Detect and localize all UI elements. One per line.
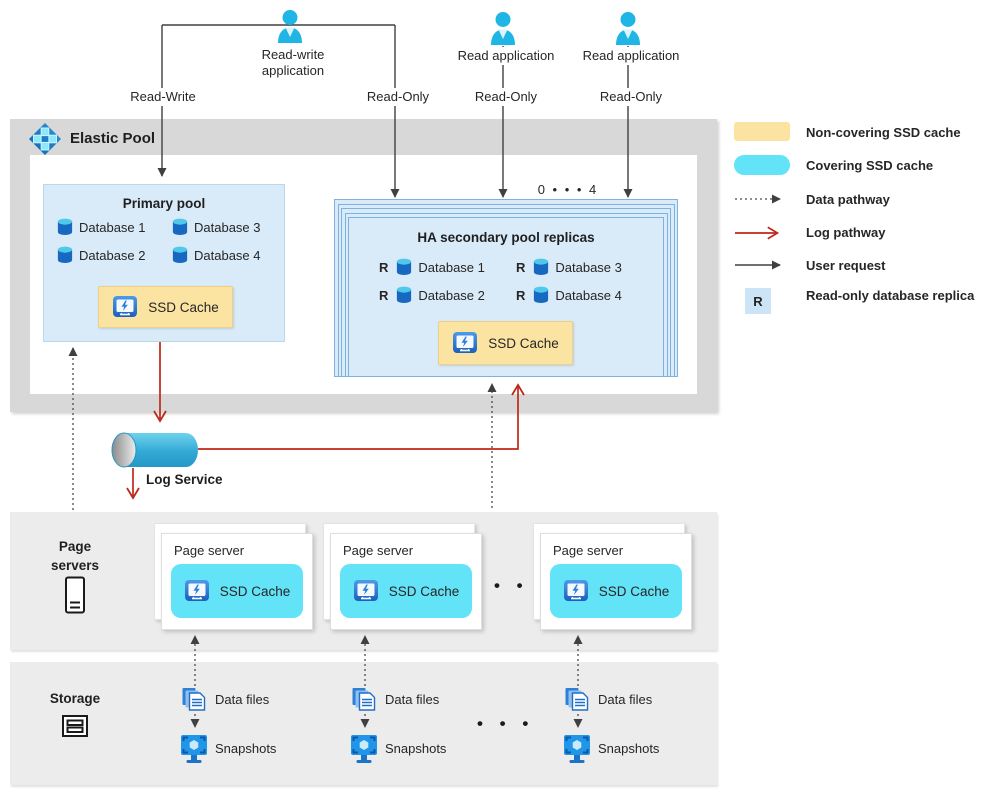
database-label: Database 4 — [194, 247, 261, 263]
legend-covering-label: Covering SSD cache — [806, 158, 934, 173]
page-server-ssd-cache: SSD Cache — [550, 564, 682, 618]
database-label: Database 3 — [194, 219, 261, 235]
page-server-title: Page server — [343, 543, 414, 558]
log-service-cylinder-icon — [108, 430, 203, 470]
ha-pool-title: HA secondary pool replicas — [417, 230, 595, 245]
readonly-replica-marker: R — [516, 259, 526, 275]
database-icon — [172, 246, 188, 264]
primary-pool-box: Primary pool Database 1 Database 3 Datab… — [43, 184, 285, 342]
page-server-ssd-cache: SSD Cache — [171, 564, 303, 618]
ha-secondary-pool-box: HA secondary pool replicas R Database 1 … — [348, 217, 664, 377]
database-icon — [533, 258, 549, 276]
database-label: Database 4 — [555, 287, 622, 303]
page-servers-section-label: Page servers — [50, 539, 100, 573]
readonly-replica-marker: R — [379, 259, 389, 275]
database-item: Database 1 — [57, 218, 146, 236]
page-server-title: Page server — [174, 543, 245, 558]
read-only-request-label-3: Read-Only — [580, 88, 682, 107]
readonly-replica-marker: R — [516, 287, 526, 303]
snapshots-icon — [350, 734, 378, 764]
database-icon — [57, 218, 73, 236]
storage-section-label: Storage — [49, 691, 101, 706]
data-files-label: Data files — [385, 692, 440, 707]
replica-database-item: R Database 4 — [516, 286, 622, 304]
snapshots-label: Snapshots — [598, 741, 660, 756]
database-label: Database 2 — [418, 287, 485, 303]
replica-count-label: 0 • • • 4 — [527, 182, 609, 199]
legend-data-pathway-label: Data pathway — [806, 192, 890, 207]
legend-log-pathway-label: Log pathway — [806, 225, 886, 240]
legend-replica-label: Read-only database replica — [806, 288, 975, 303]
ssd-icon — [452, 330, 478, 356]
legend-user-request-label: User request — [806, 258, 886, 273]
database-label: Database 3 — [555, 259, 622, 275]
database-label: Database 1 — [79, 219, 146, 235]
page-server-card: Page server SSD Cache — [330, 533, 482, 630]
legend-noncovering-label: Non-covering SSD cache — [806, 125, 961, 140]
ssd-cache-label: SSD Cache — [488, 335, 559, 351]
database-icon — [533, 286, 549, 304]
replica-database-item: R Database 1 — [379, 258, 485, 276]
replica-database-item: R Database 2 — [379, 286, 485, 304]
legend-covering-swatch — [734, 155, 790, 175]
legend-log-pathway-arrow — [734, 226, 780, 240]
ssd-cache-label: SSD Cache — [388, 583, 460, 599]
ssd-cache-label: SSD Cache — [598, 583, 670, 599]
snapshots-label: Snapshots — [385, 741, 447, 756]
read-only-request-label-2: Read-Only — [455, 88, 557, 107]
snapshots-label: Snapshots — [215, 741, 277, 756]
replica-database-item: R Database 3 — [516, 258, 622, 276]
log-service-label: Log Service — [146, 472, 223, 487]
primary-ssd-cache: SSD Cache — [98, 286, 233, 328]
storage-rack-icon — [61, 712, 89, 740]
database-item: Database 4 — [172, 246, 261, 264]
read-write-application-icon — [276, 9, 304, 45]
snapshots-icon — [563, 734, 591, 764]
data-files-icon — [181, 686, 207, 712]
database-icon — [396, 258, 412, 276]
data-files-icon — [564, 686, 590, 712]
database-label: Database 2 — [79, 247, 146, 263]
page-server-card: Page server SSD Cache — [161, 533, 313, 630]
ssd-icon — [112, 294, 138, 320]
ssd-cache-label: SSD Cache — [219, 583, 291, 599]
elastic-pool-icon — [28, 122, 62, 156]
legend-noncovering-swatch — [734, 122, 790, 141]
server-tower-icon — [64, 576, 86, 614]
ssd-icon — [563, 578, 589, 604]
page-server-title: Page server — [553, 543, 624, 558]
database-icon — [172, 218, 188, 236]
page-server-card: Page server SSD Cache — [540, 533, 692, 630]
legend-user-request-arrow — [735, 260, 781, 270]
elastic-pool-title: Elastic Pool — [70, 130, 156, 147]
legend-replica-badge: R — [745, 288, 771, 314]
database-label: Database 1 — [418, 259, 485, 275]
ssd-icon — [184, 578, 210, 604]
data-files-label: Data files — [215, 692, 270, 707]
page-servers-ellipsis: • • • — [494, 576, 552, 595]
database-item: Database 3 — [172, 218, 261, 236]
database-icon — [396, 286, 412, 304]
database-item: Database 2 — [57, 246, 146, 264]
data-files-icon — [351, 686, 377, 712]
snapshots-icon — [180, 734, 208, 764]
read-application-icon-1 — [489, 11, 517, 47]
read-only-request-label-1: Read-Only — [347, 88, 449, 107]
readonly-replica-marker: R — [379, 287, 389, 303]
ssd-cache-label: SSD Cache — [148, 299, 219, 315]
read-application-label-2: Read application — [568, 47, 694, 66]
database-icon — [57, 246, 73, 264]
page-server-ssd-cache: SSD Cache — [340, 564, 472, 618]
read-write-request-label: Read-Write — [112, 88, 214, 107]
data-files-label: Data files — [598, 692, 653, 707]
read-write-application-label: Read-write application — [230, 46, 356, 81]
read-application-icon-2 — [614, 11, 642, 47]
legend-data-pathway-arrow — [735, 194, 781, 204]
read-application-label-1: Read application — [443, 47, 569, 66]
storage-ellipsis: • • • — [477, 714, 535, 733]
primary-pool-title: Primary pool — [122, 196, 206, 211]
ssd-icon — [353, 578, 379, 604]
replica-ssd-cache: SSD Cache — [438, 321, 573, 365]
